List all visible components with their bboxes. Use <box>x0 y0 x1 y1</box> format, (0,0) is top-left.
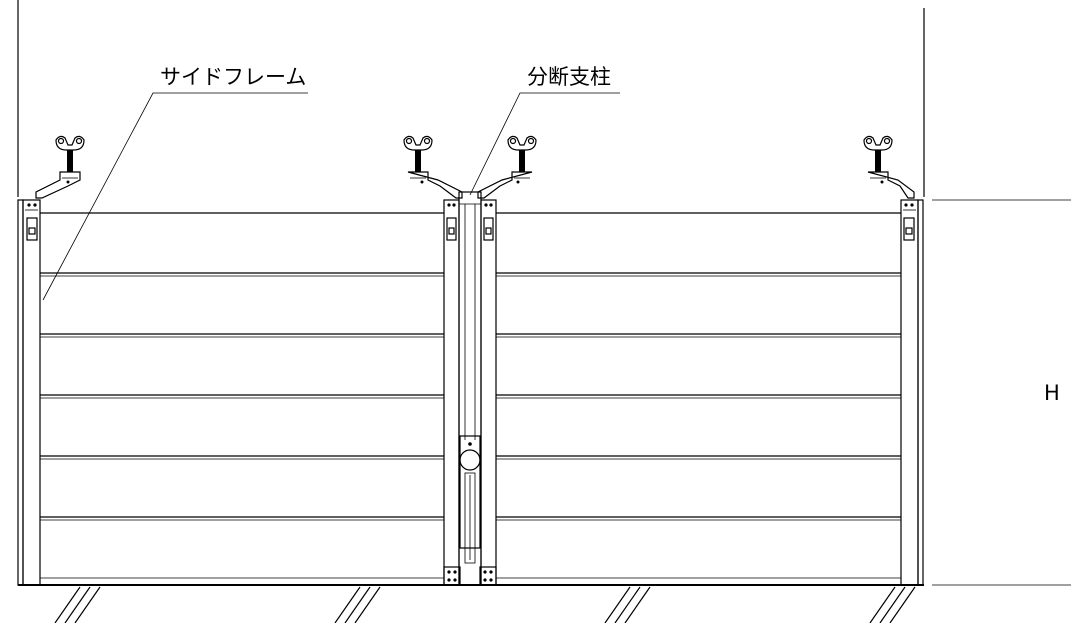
split-post <box>443 191 497 586</box>
left-side-frame <box>17 199 41 586</box>
wing-nut-clamp-right <box>863 135 915 199</box>
side-frame-label: サイドフレーム <box>160 65 306 89</box>
height-mark-label: H <box>1044 381 1060 405</box>
right-panels <box>496 212 901 579</box>
wing-nut-clamp-post-left <box>403 135 463 199</box>
split-post-label: 分断支柱 <box>527 65 611 89</box>
right-side-frame <box>900 199 924 586</box>
leader-lines <box>42 92 620 301</box>
wing-nut-clamp-post-right <box>477 135 537 199</box>
wing-nut-clamp-left <box>35 135 85 199</box>
left-panels <box>40 212 444 579</box>
ground-hatch <box>54 586 916 623</box>
wall-lines <box>17 0 1071 586</box>
